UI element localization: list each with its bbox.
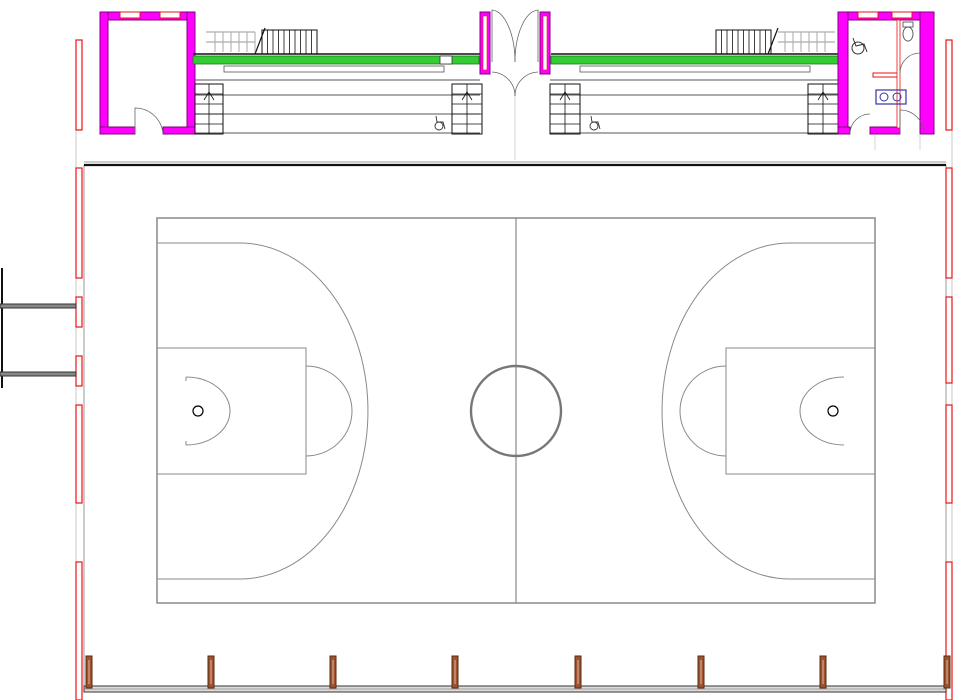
room-east-wall-bottom-left bbox=[837, 126, 851, 135]
sink-icon-basin bbox=[875, 89, 907, 105]
restricted-arc-left bbox=[185, 376, 231, 446]
key-right bbox=[725, 347, 876, 475]
entrance-door-left-inner bbox=[491, 71, 516, 97]
south-wall bbox=[83, 655, 951, 693]
wheelchair-icon bbox=[434, 115, 446, 131]
sink-icon-bowl bbox=[879, 92, 889, 102]
stair-up-arrow bbox=[461, 91, 473, 101]
east-windows bbox=[945, 39, 953, 700]
window-west-6 bbox=[75, 561, 83, 700]
glass-balustrade-west bbox=[192, 55, 480, 65]
stair-up-arrow bbox=[559, 91, 571, 101]
window-east-3 bbox=[945, 296, 953, 384]
stair-up-arrow bbox=[203, 91, 215, 101]
stand-row-a-east bbox=[579, 65, 811, 73]
entrance-pier-left-glass bbox=[482, 15, 488, 71]
entrance-pier-right-glass bbox=[542, 15, 548, 71]
wheelchair-icon bbox=[589, 115, 601, 131]
three-point-arc-right bbox=[661, 242, 791, 580]
external-entrance bbox=[0, 268, 77, 388]
center-circle bbox=[469, 364, 563, 458]
entrance-rail-lower bbox=[0, 371, 77, 377]
key-left bbox=[156, 347, 307, 475]
basket-right-icon bbox=[827, 405, 839, 417]
room-east-window-b bbox=[891, 11, 913, 19]
room-east-partition bbox=[872, 72, 900, 78]
room-east-wall-right bbox=[919, 11, 935, 135]
window-west-1 bbox=[75, 39, 83, 131]
room-east-door-swing bbox=[899, 109, 925, 135]
entrance-rail-upper bbox=[0, 303, 77, 309]
balustrade-gap-west bbox=[439, 55, 453, 65]
stair-break-line bbox=[254, 27, 266, 55]
stair-break-line bbox=[767, 27, 779, 55]
toilet-icon bbox=[902, 21, 914, 42]
window-west-5 bbox=[75, 404, 83, 504]
room-east-door-swing-2 bbox=[849, 113, 871, 135]
room-east-partition-vertical bbox=[896, 19, 901, 129]
north-wing bbox=[99, 9, 935, 160]
stand-row-a-west bbox=[223, 65, 445, 73]
restricted-arc-right bbox=[799, 376, 845, 446]
window-east-4 bbox=[945, 404, 953, 504]
basketball-court bbox=[156, 217, 876, 604]
north-east-stairs bbox=[715, 27, 835, 55]
three-point-arc-left bbox=[239, 242, 369, 580]
room-west-door-swing bbox=[134, 107, 164, 135]
room-west-wall-left bbox=[99, 11, 109, 135]
north-east-toilet-room bbox=[837, 11, 935, 150]
wheelchair-icon-wheel bbox=[851, 41, 865, 55]
window-east-5 bbox=[945, 561, 953, 700]
room-west-wall-right bbox=[186, 11, 196, 135]
room-west-wall-top bbox=[99, 11, 196, 21]
entrance-door-right-swing bbox=[514, 9, 539, 63]
window-west-2 bbox=[75, 167, 83, 279]
stair-up-arrow bbox=[817, 91, 829, 101]
room-west-window-b bbox=[159, 11, 181, 19]
north-west-stairs bbox=[206, 27, 318, 55]
wheelchair-icon bbox=[851, 37, 868, 55]
window-east-1 bbox=[945, 39, 953, 131]
basket-left-icon bbox=[192, 405, 204, 417]
glass-balustrade-east bbox=[550, 55, 840, 65]
west-stands bbox=[194, 79, 483, 135]
west-windows bbox=[75, 39, 83, 700]
room-east-window-a bbox=[857, 11, 879, 19]
window-west-4 bbox=[75, 355, 83, 387]
toilet-icon-tank bbox=[902, 21, 914, 28]
room-east-wall-bottom-mid bbox=[869, 126, 901, 135]
room-west-wall-bottom-left bbox=[99, 126, 136, 135]
sink-icon bbox=[875, 89, 907, 105]
free-throw-arc-right bbox=[679, 365, 727, 457]
room-east-door-swing-3 bbox=[899, 52, 921, 74]
window-east-2 bbox=[945, 167, 953, 279]
sink-icon-bowl bbox=[892, 92, 902, 102]
free-throw-arc-left bbox=[305, 365, 353, 457]
north-west-room bbox=[99, 11, 196, 135]
east-stands bbox=[549, 79, 839, 135]
room-west-window-a bbox=[119, 11, 141, 19]
entrance-door-right-inner bbox=[514, 71, 539, 97]
main-entrance bbox=[479, 9, 551, 160]
wheelchair-icon-body bbox=[852, 37, 868, 53]
wheelchair-icon-body bbox=[590, 115, 601, 130]
entrance-door-left-swing bbox=[491, 9, 516, 63]
window-west-3 bbox=[75, 296, 83, 328]
room-east-wall-left bbox=[837, 11, 849, 135]
room-west-wall-bottom-right bbox=[162, 126, 196, 135]
wheelchair-icon-body bbox=[435, 115, 446, 130]
